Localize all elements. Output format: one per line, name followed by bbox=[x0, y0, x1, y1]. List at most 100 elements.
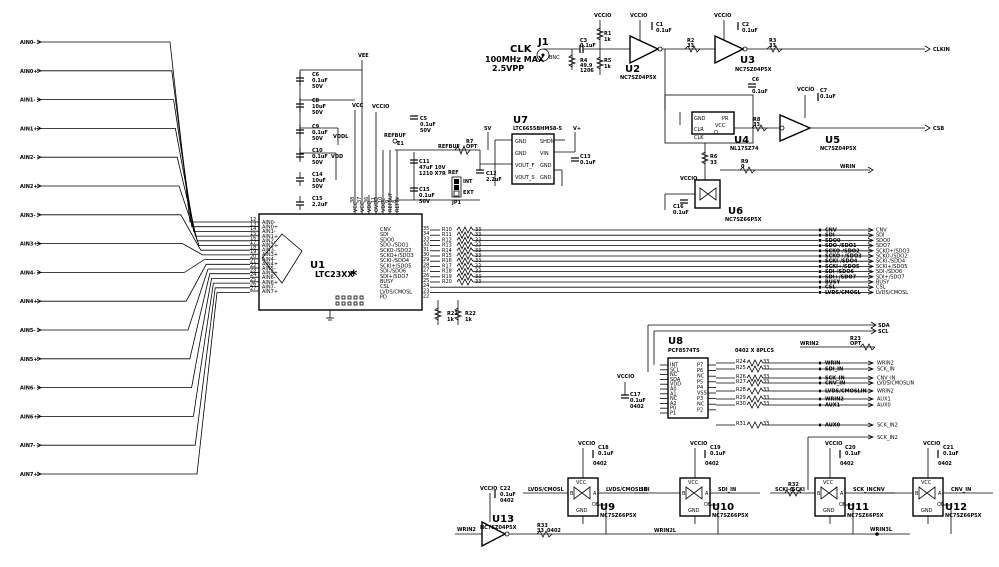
u7-part: LTC6655BHMS8-5 bbox=[513, 126, 562, 132]
r1-val: 1k bbox=[604, 37, 611, 43]
u8-out-res-ref: R24 bbox=[736, 359, 746, 365]
resistor-symbol bbox=[456, 267, 474, 276]
vccio-u3: VCCIO bbox=[714, 13, 731, 19]
resistor-symbol bbox=[456, 246, 474, 255]
u8-out-res-ref: R30 bbox=[736, 401, 746, 407]
switch-vccio: VCCIO bbox=[690, 441, 707, 447]
u8-right-pin: VSS bbox=[697, 391, 707, 397]
u1-left-pin-num: 17 bbox=[250, 240, 256, 246]
u1-right-pin-num: 23 bbox=[423, 288, 429, 294]
r5-val: 1k bbox=[604, 64, 611, 70]
r8-val: 33 bbox=[753, 122, 760, 128]
switch-cap-type: 0402 bbox=[593, 461, 607, 467]
switch-vccio: VCCIO bbox=[923, 441, 940, 447]
r33-type: 0402 bbox=[547, 528, 561, 534]
u1-cap-ref: C15 bbox=[312, 196, 323, 202]
u8-right-pin: P2 bbox=[697, 407, 703, 413]
u8-right-net: AUX0 bbox=[877, 403, 891, 409]
u1-right-pin-num: 30 bbox=[423, 252, 429, 258]
u4-pin: PR bbox=[722, 116, 729, 122]
u7-pin: SHDN bbox=[540, 139, 555, 145]
input-label: AIN5+ bbox=[20, 357, 38, 363]
input-label: AIN7+ bbox=[20, 472, 38, 478]
u1-left-pin-num: 16 bbox=[250, 235, 256, 241]
u1-body bbox=[258, 213, 423, 311]
wrin2l-net: WRIN2L bbox=[654, 528, 677, 534]
e1-terminal bbox=[392, 138, 398, 144]
u1-cap-ref: C14 bbox=[312, 172, 323, 178]
u1-top-pin-num: 36 bbox=[364, 197, 370, 203]
u1-top-pin-label: VCC bbox=[360, 201, 366, 212]
series-res-ref: R14 bbox=[442, 248, 452, 254]
u1-cap-volt: 50V bbox=[312, 160, 323, 166]
switch-cap-val: 0.1uF bbox=[710, 451, 726, 457]
u1-top-pin-num: 10 bbox=[378, 197, 384, 203]
c7-val: 0.1uF bbox=[820, 94, 836, 100]
resistor-symbol bbox=[746, 379, 764, 387]
switch-a-pin: A bbox=[593, 491, 597, 497]
input-label: AIN0- bbox=[20, 40, 35, 46]
c13-ref: C13 bbox=[580, 154, 591, 160]
u8-out-res-val: 33 bbox=[763, 379, 769, 385]
u1-cap-val: 10uF bbox=[312, 104, 326, 110]
u1-right-pin-label: BUSY bbox=[380, 279, 394, 285]
switch-cap-ref: C18 bbox=[598, 445, 609, 451]
bus-net-right: CSL bbox=[876, 285, 886, 291]
switch-vcc-pin: VCC bbox=[688, 480, 699, 486]
u1-right-pin-num: 22 bbox=[423, 294, 429, 300]
u8-out-net: AUX0 bbox=[825, 423, 841, 429]
u1-left-pin-num: 18 bbox=[250, 245, 256, 251]
u1-left-pin-label: AIN5- bbox=[262, 266, 276, 272]
r4-val: 49.9 bbox=[580, 63, 593, 69]
c1-ref: C1 bbox=[656, 22, 664, 28]
u1-left-pin-label: AIN1+ bbox=[262, 234, 278, 240]
resistor-symbol bbox=[456, 252, 474, 260]
u1-left-pin-num: 22 bbox=[250, 263, 256, 269]
r7-val: OPT bbox=[466, 144, 478, 150]
input-label: AIN3- bbox=[20, 213, 35, 219]
u7-ref: U7 bbox=[513, 115, 528, 126]
r2-ref: R2 bbox=[687, 38, 695, 44]
switch-vcc-pin: VCC bbox=[576, 480, 587, 486]
switch-output-net: SDI_IN bbox=[718, 487, 736, 493]
c17-type: 0402 bbox=[630, 404, 644, 410]
u8-left-pin: NC bbox=[670, 396, 678, 402]
u8-right-net: AUX1 bbox=[877, 397, 891, 403]
five-v-label: 5V bbox=[484, 126, 491, 132]
c2-val: 0.1uF bbox=[742, 28, 758, 34]
u5-ref: U5 bbox=[825, 135, 840, 146]
bus-net-left: SDI+/SDO7 bbox=[825, 274, 857, 280]
u8-out-res-val: 33 bbox=[763, 365, 769, 371]
u1-left-pin-label: AIN4+ bbox=[262, 261, 278, 267]
u1-left-pin-num: 26 bbox=[250, 281, 256, 287]
jp1-int: INT bbox=[463, 179, 473, 185]
input-wire bbox=[41, 70, 250, 228]
bus-net-left: CNV bbox=[825, 228, 837, 234]
u8-out-net: SCK_IN bbox=[825, 376, 845, 382]
input-wire bbox=[41, 156, 250, 242]
u8-out-res-val: 33 bbox=[763, 421, 769, 427]
c11-type: 1210 X7R bbox=[419, 171, 446, 177]
input-wire bbox=[41, 292, 250, 475]
u1-top-pin-num: 11 bbox=[371, 197, 377, 203]
switch-gnd-pin: GND bbox=[688, 508, 700, 514]
r23-val: OPT bbox=[850, 341, 862, 347]
u1-right-pin-num: 33 bbox=[423, 236, 429, 242]
u8-out-res-val: 33 bbox=[763, 359, 769, 365]
bus-net-right: BUSY bbox=[876, 280, 890, 286]
switch-output-net: CNV_IN bbox=[951, 487, 971, 493]
switch-part: NC7SZ66P5X bbox=[712, 513, 749, 519]
r9-ref: R9 bbox=[741, 159, 749, 165]
u1-right-pin-num: 26 bbox=[423, 273, 429, 279]
u1-left-pin-label: AIN7- bbox=[262, 284, 276, 290]
u8-out-res-ref: R25 bbox=[736, 365, 746, 371]
c5-volt: 50V bbox=[420, 128, 431, 134]
bus-net-left: SCKI+/SDO5 bbox=[825, 264, 860, 270]
u1-top-pin-label: VDDL bbox=[381, 198, 387, 212]
u1-left-pin-label: AIN3- bbox=[262, 248, 276, 254]
switch-gnd-pin: GND bbox=[921, 508, 933, 514]
switch-oe-pin: OE bbox=[704, 502, 711, 508]
